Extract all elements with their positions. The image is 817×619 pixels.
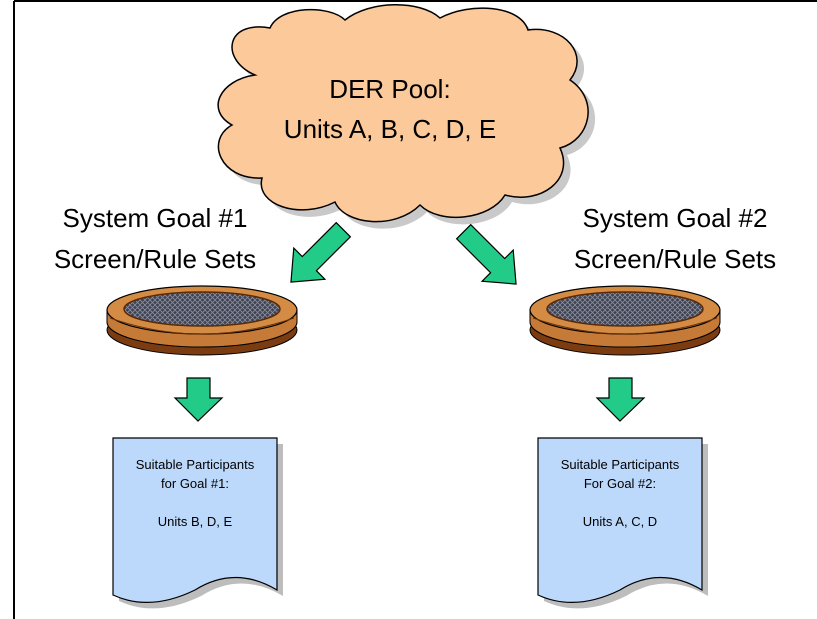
- cloud-title: DER Pool:: [329, 74, 451, 104]
- sieve-1: [106, 285, 298, 356]
- cloud-shape: [217, 4, 589, 223]
- sieve-2: [529, 285, 721, 356]
- goal1-title: System Goal #1: [62, 203, 248, 233]
- goal2-subtitle: Screen/Rule Sets: [573, 244, 777, 274]
- doc-1-shape: [112, 437, 278, 603]
- arrow-down-1: [173, 377, 224, 422]
- arrow-to-goal2: [455, 223, 517, 285]
- goal1-subtitle: Screen/Rule Sets: [53, 244, 257, 274]
- doc2-heading: Suitable Participants: [560, 457, 680, 472]
- doc1-units: Units B, D, E: [157, 514, 233, 529]
- doc1-heading: Suitable Participants: [135, 457, 255, 472]
- doc-2-shape: [537, 437, 703, 603]
- cloud-units: Units A, B, C, D, E: [283, 114, 497, 144]
- doc2-goal-label: For Goal #2:: [583, 476, 657, 491]
- doc1-goal-label: for Goal #1:: [161, 476, 229, 491]
- arrow-down-2: [595, 377, 646, 422]
- goal2-title: System Goal #2: [582, 203, 768, 233]
- doc2-units: Units A, C, D: [582, 514, 658, 529]
- arrow-to-goal1: [290, 221, 352, 283]
